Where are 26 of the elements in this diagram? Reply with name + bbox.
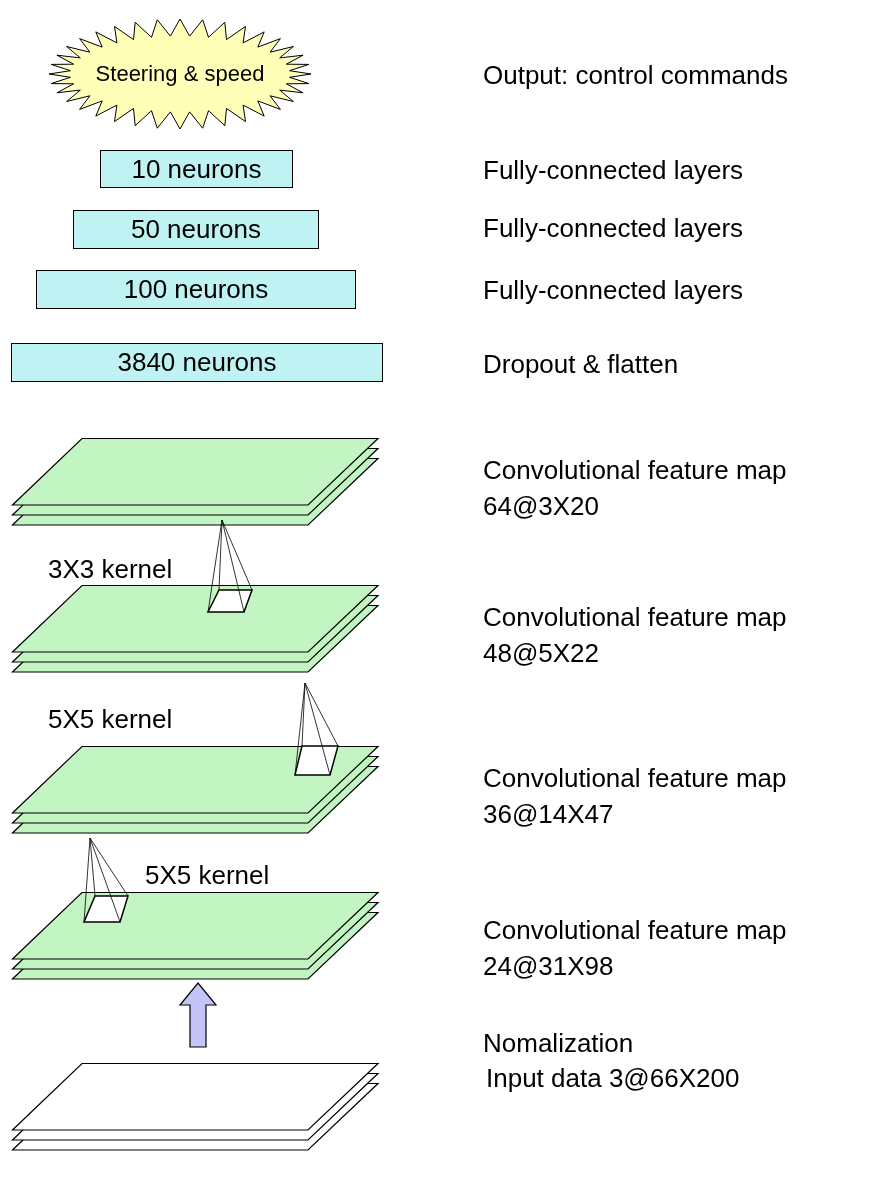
output-label: Steering & speed [94,60,266,88]
layer-stack [12,438,379,527]
layer-caption: Fully-connected layers [483,212,744,245]
layer-stack [12,892,379,981]
block-arrow [178,982,218,1048]
layer-stack [12,585,379,674]
layer-caption: Convolutional feature map 24@31X98 [483,914,788,983]
layer-caption: Convolutional feature map 48@5X22 [483,601,788,670]
layer-caption: Output: control commands [483,59,788,92]
layer-stack [12,746,379,835]
layer-box: 3840 neurons [11,343,383,382]
layer-caption: Fully-connected layers [483,274,744,307]
layer-box: 100 neurons [36,270,356,309]
layer-caption: Convolutional feature map 64@3X20 [483,454,788,523]
kernel-label: 5X5 kernel [145,859,270,892]
starburst-shape [48,18,312,130]
step-label: Nomalization [483,1027,634,1060]
layer-caption: Convolutional feature map 36@14X47 [483,762,788,831]
kernel-label: 3X3 kernel [48,553,173,586]
layer-caption: Input data 3@66X200 [486,1062,741,1095]
layer-caption: Fully-connected layers [483,154,744,187]
kernel-label: 5X5 kernel [48,703,173,736]
layer-box: 10 neurons [100,150,293,188]
layer-box: 50 neurons [73,210,319,249]
layer-stack [12,1063,379,1152]
layer-caption: Dropout & flatten [483,348,679,381]
